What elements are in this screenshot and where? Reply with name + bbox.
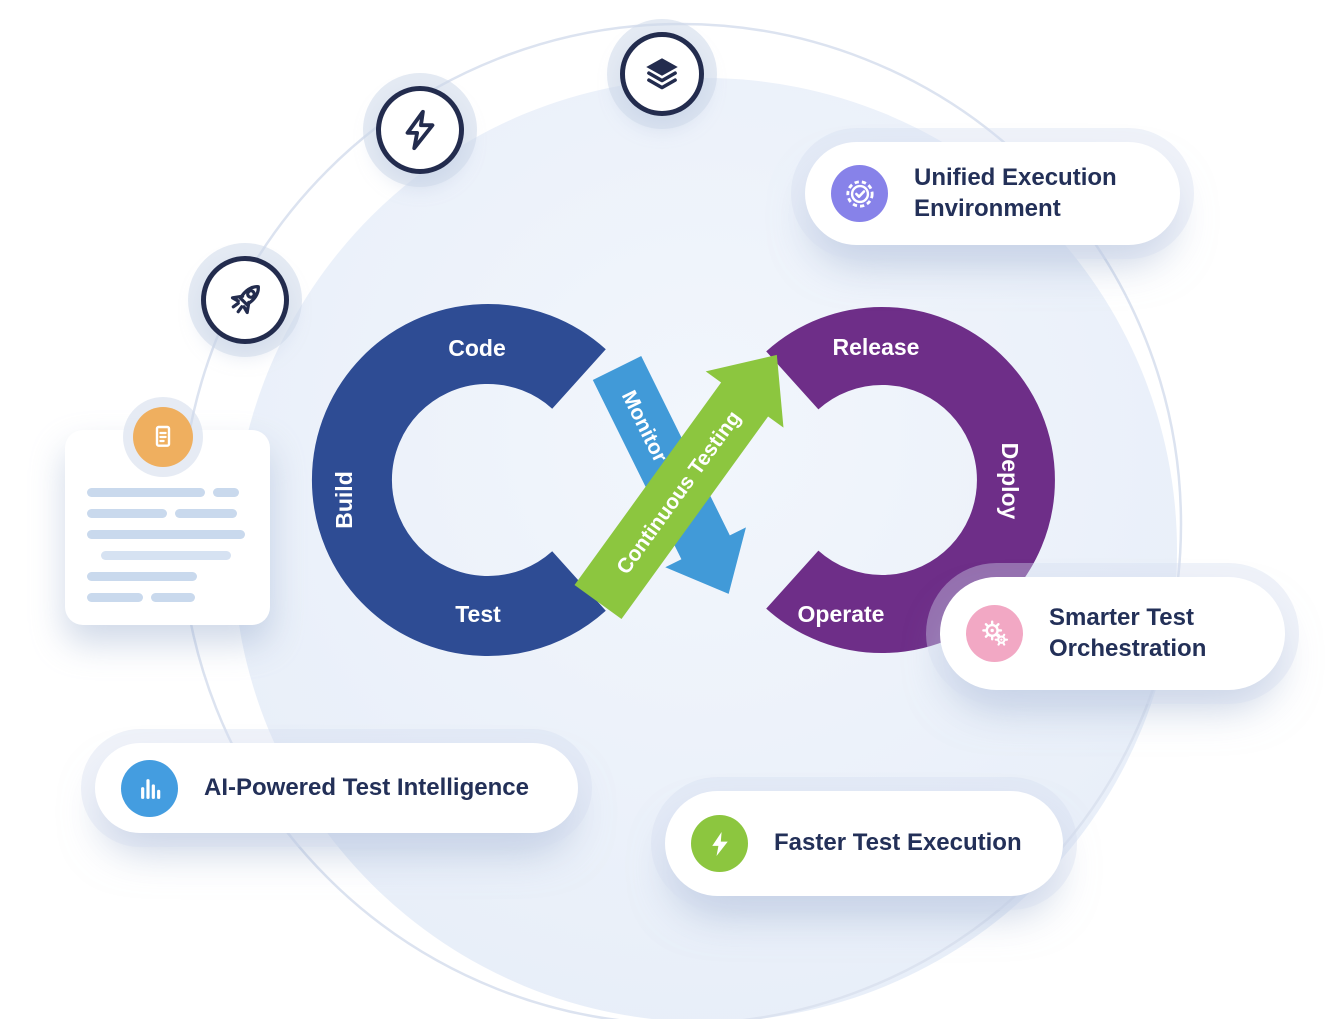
lightning-glyph bbox=[711, 831, 728, 856]
layers-icon bbox=[620, 32, 704, 116]
skeleton-line bbox=[87, 530, 248, 539]
skeleton-line bbox=[87, 572, 248, 581]
feature-card-smarter-test-orchestration: Smarter Test Orchestration bbox=[940, 577, 1285, 690]
stage-label-build: Build bbox=[331, 471, 357, 529]
feature-label: AI-Powered Test Intelligence bbox=[204, 773, 529, 801]
gears-icon bbox=[966, 605, 1023, 662]
feature-card-faster-test-execution: Faster Test Execution bbox=[665, 791, 1063, 896]
bar-chart-glyph bbox=[140, 779, 160, 799]
stage-label-code: Code bbox=[448, 335, 506, 361]
loop-left-arc bbox=[312, 304, 606, 656]
skeleton-line bbox=[87, 509, 248, 518]
feature-label: Unified Execution Environment bbox=[914, 163, 1117, 222]
lightning-bolt-glyph bbox=[405, 109, 435, 151]
feature-label: Smarter Test Orchestration bbox=[1049, 603, 1207, 662]
stage-label-deploy: Deploy bbox=[997, 443, 1023, 520]
document-preview-card bbox=[65, 430, 270, 625]
rocket-glyph bbox=[230, 285, 260, 315]
continuous-testing-band-shape bbox=[574, 354, 784, 620]
layers-glyph bbox=[646, 58, 678, 90]
badge-check-glyph bbox=[845, 179, 874, 208]
feature-label: Faster Test Execution bbox=[774, 829, 1022, 857]
bar-chart-icon bbox=[121, 759, 178, 817]
skeleton-line bbox=[87, 593, 248, 602]
feature-card-unified-execution-environment: Unified Execution Environment bbox=[805, 142, 1180, 245]
lightning-icon bbox=[691, 815, 748, 872]
feature-card-ai-powered-test-intelligence: AI-Powered Test Intelligence bbox=[95, 743, 578, 833]
skeleton-line bbox=[87, 551, 248, 560]
stage-label-release: Release bbox=[833, 334, 920, 360]
loop-right-arc bbox=[766, 307, 1055, 653]
stage-label-test: Test bbox=[455, 601, 501, 627]
badge-check-icon bbox=[831, 165, 888, 222]
skeleton-line bbox=[87, 488, 248, 497]
lightning-bolt-icon bbox=[376, 86, 464, 174]
rocket-icon bbox=[201, 256, 289, 344]
document-glyph bbox=[155, 425, 171, 447]
gears-glyph bbox=[981, 619, 1008, 646]
document-icon bbox=[133, 407, 193, 467]
stage-label-operate: Operate bbox=[798, 601, 885, 627]
